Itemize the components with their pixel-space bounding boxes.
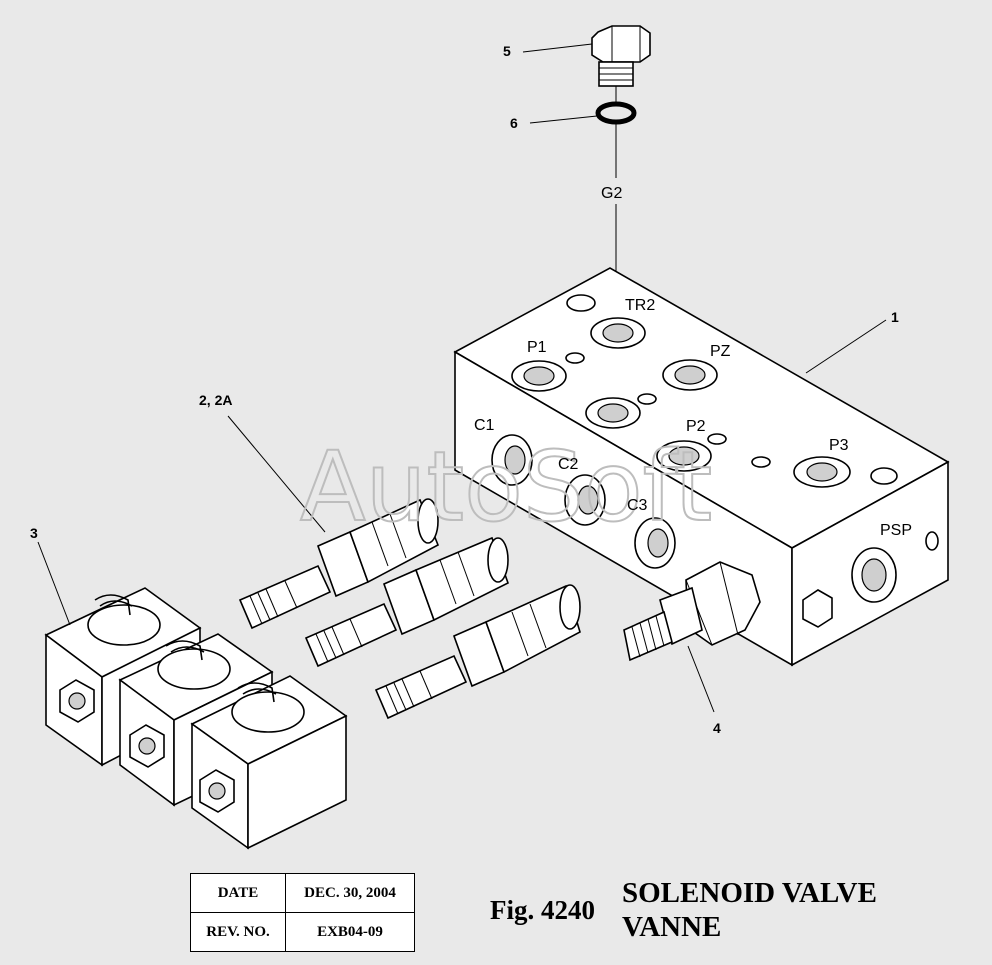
callout-5: 5	[503, 43, 511, 59]
revision-label: REV. NO.	[190, 912, 286, 952]
revision-value: EXB04-09	[285, 912, 415, 952]
port-label-c1: C1	[474, 417, 495, 434]
date-value: DEC. 30, 2004	[285, 873, 415, 913]
figure-title-french: VANNE	[622, 911, 722, 943]
plug-part-5	[591, 25, 651, 87]
callout-2-2a: 2, 2A	[199, 392, 232, 408]
revision-table: DATE DEC. 30, 2004 REV. NO. EXB04-09	[190, 873, 415, 952]
port-label-c2: C2	[558, 456, 579, 473]
port-label-tr2: TR2	[625, 297, 655, 314]
port-label-c3: C3	[627, 497, 648, 514]
figure-number: Fig. 4240	[490, 895, 595, 925]
callout-3: 3	[30, 525, 38, 541]
leader-lines	[37, 43, 887, 713]
date-row: DATE DEC. 30, 2004	[190, 873, 415, 913]
port-label-g2: G2	[601, 185, 622, 202]
port-label-p2: P2	[686, 418, 706, 435]
callout-6: 6	[510, 115, 518, 131]
figure-title-english: SOLENOID VALVE	[622, 877, 877, 909]
revision-row: REV. NO. EXB04-09	[190, 912, 415, 952]
port-label-pz: PZ	[710, 343, 731, 360]
cartridge-middle	[304, 536, 509, 668]
o-ring-part-6	[595, 101, 637, 125]
date-label: DATE	[190, 873, 286, 913]
port-label-psp: PSP	[880, 522, 912, 539]
callout-4: 4	[713, 720, 721, 736]
figure-title: SOLENOID VALVE VANNE	[622, 876, 877, 944]
valve-body-part-1	[453, 267, 950, 667]
port-label-p1: P1	[527, 339, 547, 356]
cartridge-upper	[238, 498, 440, 630]
coil-right	[190, 675, 348, 850]
callout-1: 1	[891, 309, 899, 325]
port-label-p3: P3	[829, 437, 849, 454]
fitting-part-4	[623, 561, 761, 662]
cartridge-lower	[374, 584, 581, 720]
watermark-text: AutoSoft	[300, 431, 712, 543]
